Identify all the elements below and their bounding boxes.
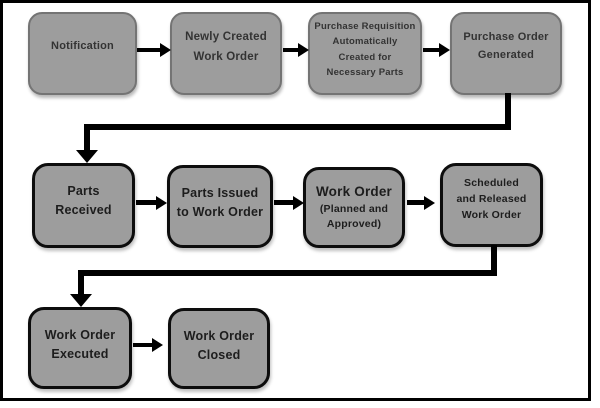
box-label: Generated xyxy=(477,48,535,61)
box-label: Work Order xyxy=(44,328,116,343)
connector-line xyxy=(78,270,497,276)
flow-box-parts-issued: Parts Issued to Work Order xyxy=(167,165,273,248)
box-label: Scheduled xyxy=(464,177,519,190)
connector-line xyxy=(84,124,511,130)
connector-line xyxy=(505,93,511,130)
box-label: Approved) xyxy=(326,218,382,231)
arrow-line xyxy=(274,200,295,205)
arrow-down-icon xyxy=(76,150,98,163)
flow-box-notification: Notification xyxy=(28,12,137,95)
box-label: Closed xyxy=(197,347,241,362)
arrow-right-icon xyxy=(293,196,304,210)
box-label: Purchase Requisition xyxy=(314,21,416,33)
flow-box-parts-received: Parts Received xyxy=(32,163,135,248)
flow-box-work-order-closed: Work Order Closed xyxy=(168,308,270,389)
box-label: Newly Created xyxy=(185,30,267,43)
box-label: Work Order xyxy=(183,328,255,343)
arrow-right-icon xyxy=(160,43,171,57)
arrow-right-icon xyxy=(152,338,163,352)
box-label: and Released xyxy=(456,193,527,206)
arrow-right-icon xyxy=(298,43,309,57)
arrow-line xyxy=(407,200,426,205)
box-label: Parts Issued xyxy=(181,185,259,200)
arrow-right-icon xyxy=(156,196,167,210)
box-label: Work Order xyxy=(193,50,259,63)
box-label: Work Order xyxy=(315,183,393,199)
diagram-frame xyxy=(0,0,591,401)
arrow-right-icon xyxy=(424,196,435,210)
box-label: Purchase Order xyxy=(463,31,549,44)
arrow-line xyxy=(137,48,162,52)
flow-box-scheduled-released: Scheduled and Released Work Order xyxy=(440,163,543,247)
arrow-line xyxy=(133,343,154,347)
flow-box-purchase-order-generated: Purchase Order Generated xyxy=(450,12,562,95)
box-label: to Work Order xyxy=(176,204,264,219)
arrow-line xyxy=(136,200,158,205)
flow-box-purchase-requisition: Purchase Requisition Automatically Creat… xyxy=(308,12,422,95)
arrow-down-icon xyxy=(70,294,92,307)
flow-box-work-order-planned: Work Order (Planned and Approved) xyxy=(303,167,405,248)
flow-box-newly-created-work-order: Newly Created Work Order xyxy=(170,12,282,95)
box-label: Notification xyxy=(51,39,114,52)
box-label: Automatically xyxy=(332,36,398,48)
box-label: Work Order xyxy=(461,208,522,221)
arrow-right-icon xyxy=(439,43,450,57)
connector-line xyxy=(84,124,90,152)
box-label: Received xyxy=(55,202,112,217)
box-label: Parts xyxy=(67,183,100,198)
connector-line xyxy=(491,245,497,276)
connector-line xyxy=(78,270,84,296)
arrow-line xyxy=(423,48,441,52)
flow-box-work-order-executed: Work Order Executed xyxy=(28,307,132,389)
arrow-line xyxy=(283,48,300,52)
box-label: (Planned and xyxy=(319,202,389,215)
box-label: Executed xyxy=(51,347,109,361)
box-label: Necessary Parts xyxy=(326,66,404,78)
box-label: Created for xyxy=(338,51,392,63)
